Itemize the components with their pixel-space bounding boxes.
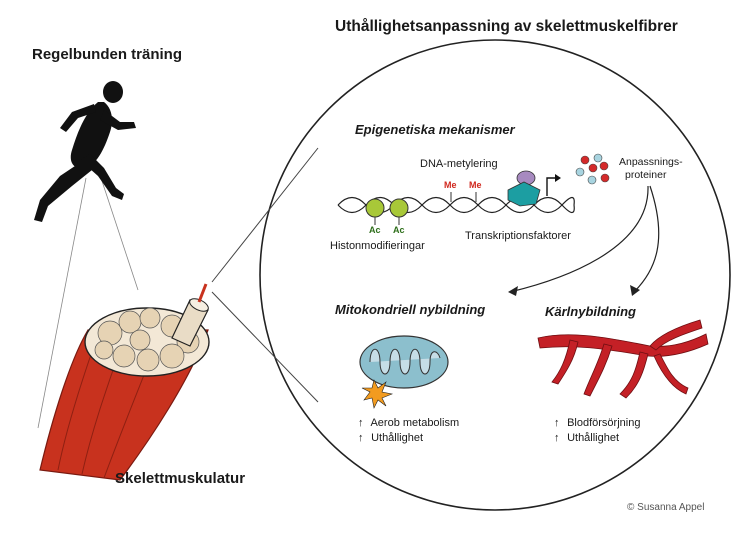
angio-effect-1-text: Blodförsörjning xyxy=(567,417,641,429)
mitochondrion xyxy=(359,335,449,409)
histone-2 xyxy=(389,198,409,218)
angio-heading: Kärlnybildning xyxy=(545,304,636,319)
zoom-line-bottom xyxy=(211,291,319,403)
runner-line-left xyxy=(37,177,87,429)
angio-effect-2: ↑ Uthållighet xyxy=(554,432,619,444)
methyl-mark-1: Me xyxy=(444,180,457,190)
dna-methylation-label: DNA-metylering xyxy=(420,158,498,170)
diagram-title: Uthållighetsanpassning av skelettmuskelf… xyxy=(335,18,678,35)
epigenetic-heading: Epigenetiska mekanismer xyxy=(355,122,515,137)
zoom-circle xyxy=(259,39,731,511)
up-arrow-icon: ↑ xyxy=(358,417,364,429)
transcription-factor xyxy=(507,170,541,207)
adaptation-proteins-label-1: Anpassnings- xyxy=(619,156,683,168)
histone-1 xyxy=(365,198,385,218)
muscle-label: Skelettmuskulatur xyxy=(115,470,246,487)
pathway-arrows xyxy=(509,185,660,293)
skeletal-muscle xyxy=(39,283,210,481)
methyl-mark-2: Me xyxy=(469,180,482,190)
adaptation-proteins-dots xyxy=(575,153,610,185)
acetyl-mark-1: Ac xyxy=(369,225,381,235)
copyright: © Susanna Appel xyxy=(627,502,705,513)
angio-effect-1: ↑ Blodförsörjning xyxy=(554,417,640,429)
adaptation-proteins-label-2: proteiner xyxy=(625,169,667,181)
up-arrow-icon: ↑ xyxy=(358,432,364,444)
blood-vessel xyxy=(537,319,709,399)
mito-effect-1: ↑ Aerob metabolism xyxy=(358,417,459,429)
mito-heading: Mitokondriell nybildning xyxy=(335,302,486,317)
up-arrow-icon: ↑ xyxy=(554,417,560,429)
transcription-start-arrow xyxy=(546,177,556,196)
zoom-line-top xyxy=(211,147,319,283)
up-arrow-icon: ↑ xyxy=(554,432,560,444)
mito-effect-2: ↑ Uthållighet xyxy=(358,432,423,444)
training-label: Regelbunden träning xyxy=(32,46,182,63)
histone-modification-label: Histonmodifieringar xyxy=(330,240,425,252)
transcription-factors-label: Transkriptionsfaktorer xyxy=(465,230,571,242)
runner-line-right xyxy=(99,174,139,291)
mito-effect-2-text: Uthållighet xyxy=(371,432,424,444)
acetyl-mark-2: Ac xyxy=(393,225,405,235)
mito-effect-1-text: Aerob metabolism xyxy=(370,417,460,429)
runner-silhouette xyxy=(34,81,136,222)
angio-effect-2-text: Uthållighet xyxy=(567,432,620,444)
